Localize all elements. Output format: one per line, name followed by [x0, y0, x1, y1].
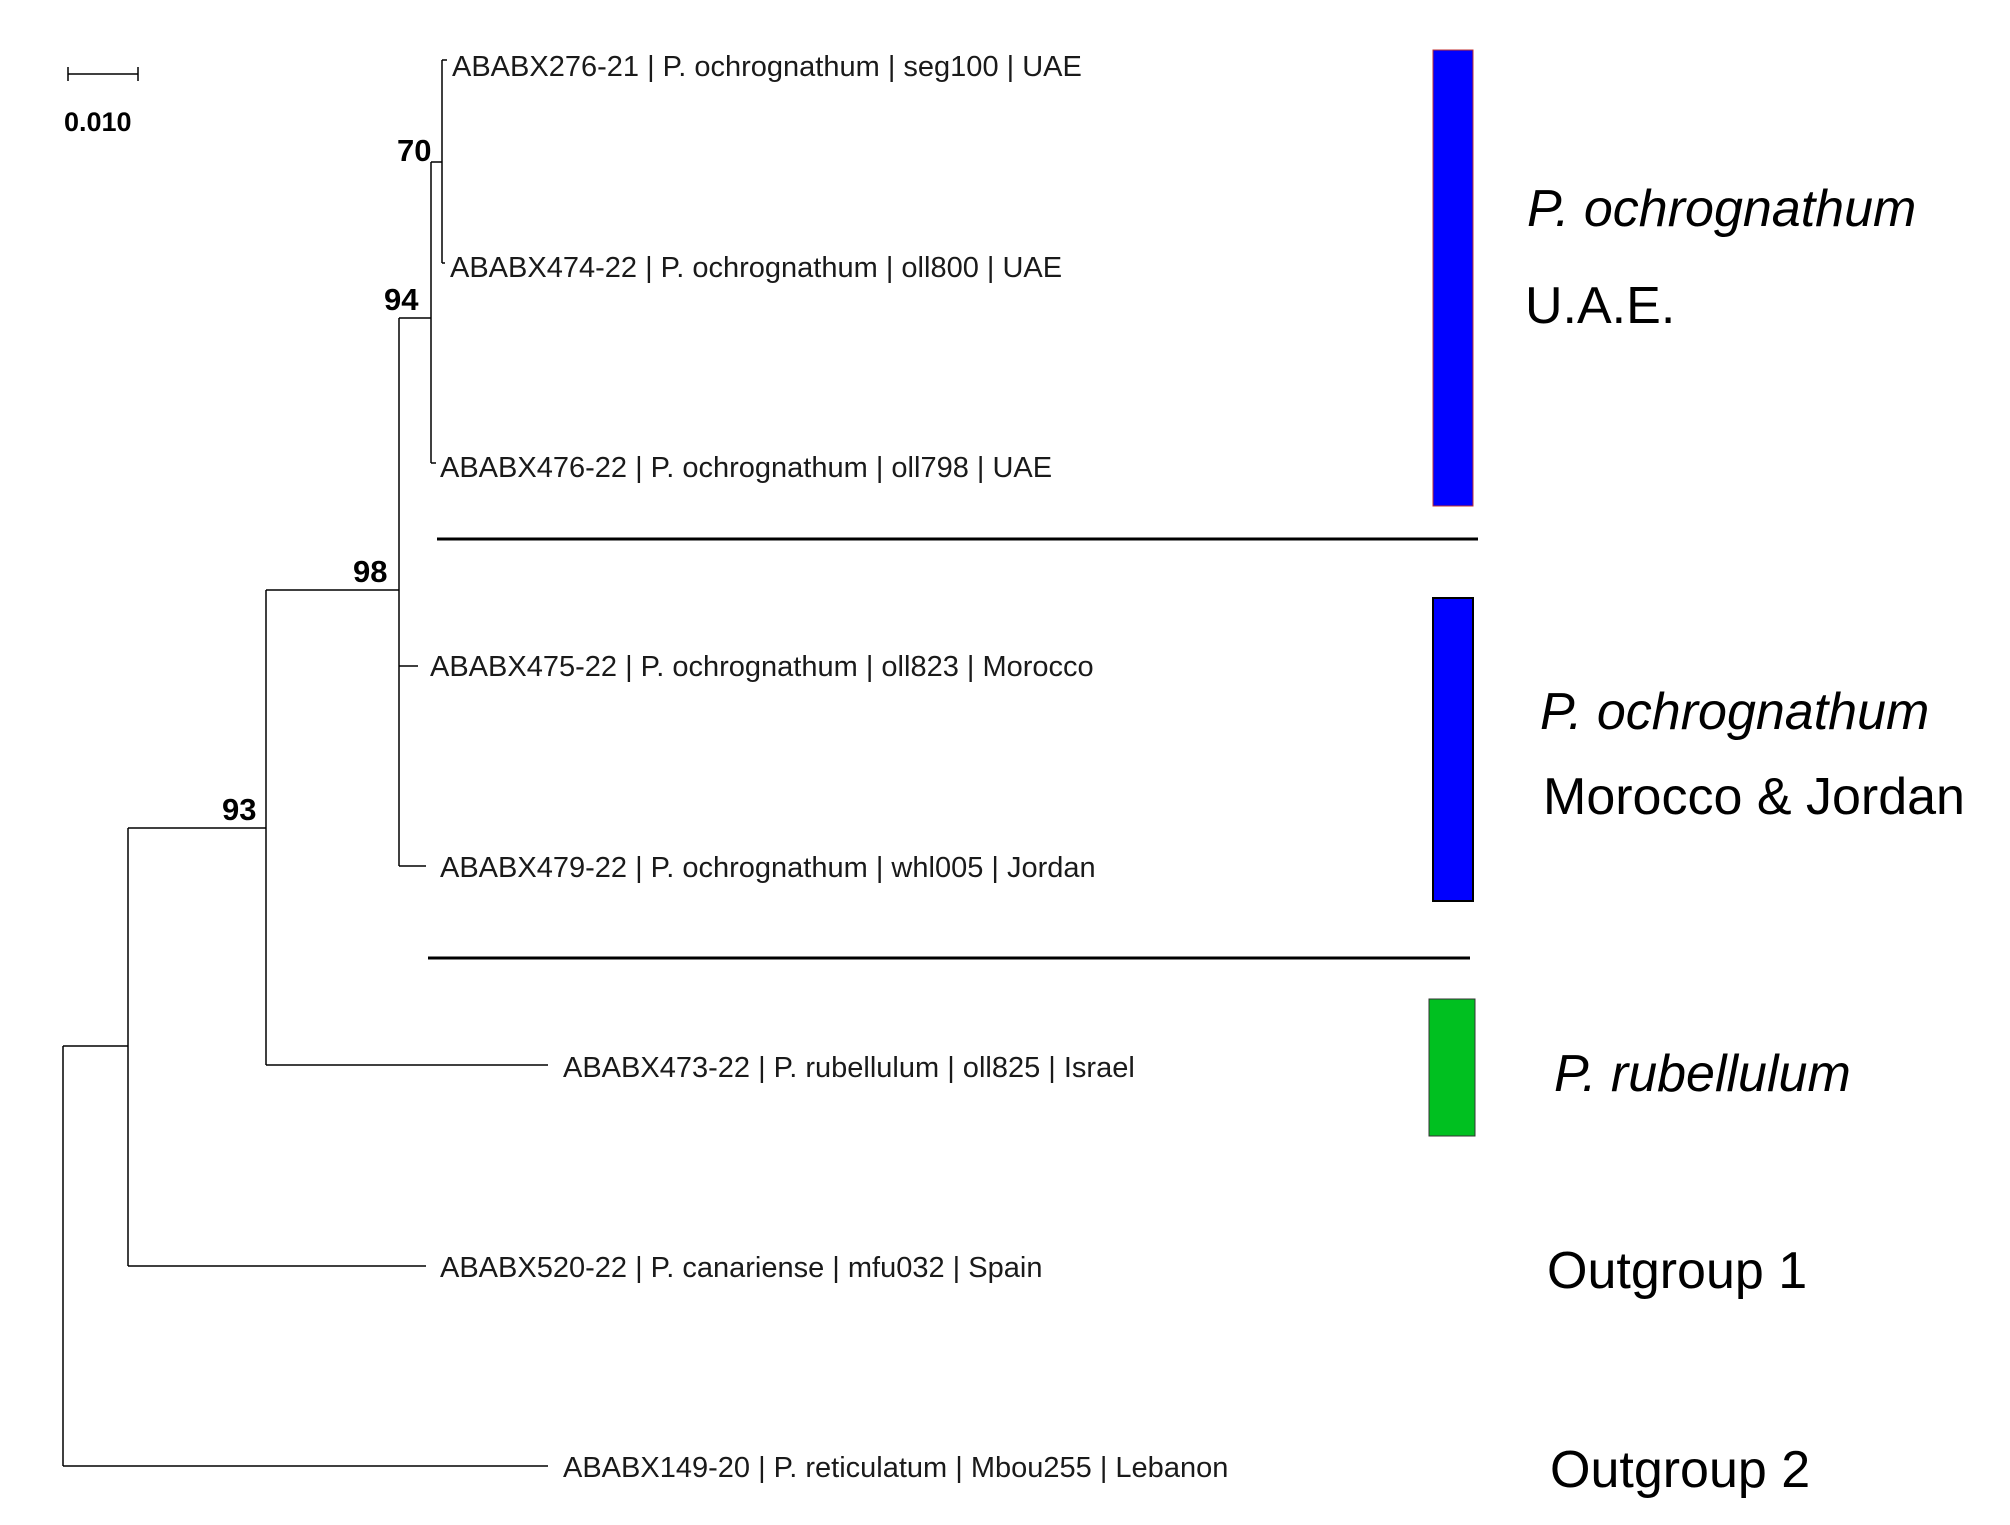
scale-bar: 0.010: [64, 67, 139, 137]
support-values: 70 94 98 93: [222, 133, 431, 827]
support-value-93: 93: [222, 792, 256, 827]
group-label-uae-species: P. ochrognathum: [1527, 180, 1916, 238]
tip-label: ABABX475-22 | P. ochrognathum | oll823 |…: [430, 651, 1094, 683]
support-value-94: 94: [384, 282, 419, 317]
tip-label: ABABX474-22 | P. ochrognathum | oll800 |…: [450, 252, 1062, 284]
group-label-outgroup-1: Outgroup 1: [1547, 1242, 1807, 1300]
group-labels: P. ochrognathum U.A.E. P. ochrognathum M…: [1525, 180, 1965, 1499]
group-label-uae-region: U.A.E.: [1525, 277, 1675, 335]
clade-bar-uae: [1432, 49, 1474, 507]
tree-branches: [62, 59, 548, 1467]
tip-label: ABABX479-22 | P. ochrognathum | whl005 |…: [440, 852, 1096, 884]
tip-label: ABABX149-20 | P. reticulatum | Mbou255 |…: [563, 1452, 1228, 1484]
group-label-outgroup-2: Outgroup 2: [1550, 1441, 1810, 1499]
group-label-morocco-jordan-species: P. ochrognathum: [1540, 683, 1929, 741]
scale-bar-label: 0.010: [64, 107, 132, 137]
tip-label: ABABX476-22 | P. ochrognathum | oll798 |…: [440, 452, 1052, 484]
tip-label: ABABX276-21 | P. ochrognathum | seg100 |…: [452, 51, 1082, 83]
clade-bar-morocco-jordan: [1432, 597, 1474, 902]
group-label-rubellulum: P. rubellulum: [1554, 1045, 1851, 1103]
tip-label: ABABX473-22 | P. rubellulum | oll825 | I…: [563, 1052, 1135, 1084]
clade-bar-rubellulum: [1428, 998, 1476, 1137]
tip-label: ABABX520-22 | P. canariense | mfu032 | S…: [440, 1252, 1042, 1284]
support-value-70: 70: [397, 133, 431, 168]
tip-labels: ABABX276-21 | P. ochrognathum | seg100 |…: [430, 51, 1228, 1484]
group-label-morocco-jordan-region: Morocco & Jordan: [1543, 768, 1965, 826]
support-value-98: 98: [353, 554, 387, 589]
